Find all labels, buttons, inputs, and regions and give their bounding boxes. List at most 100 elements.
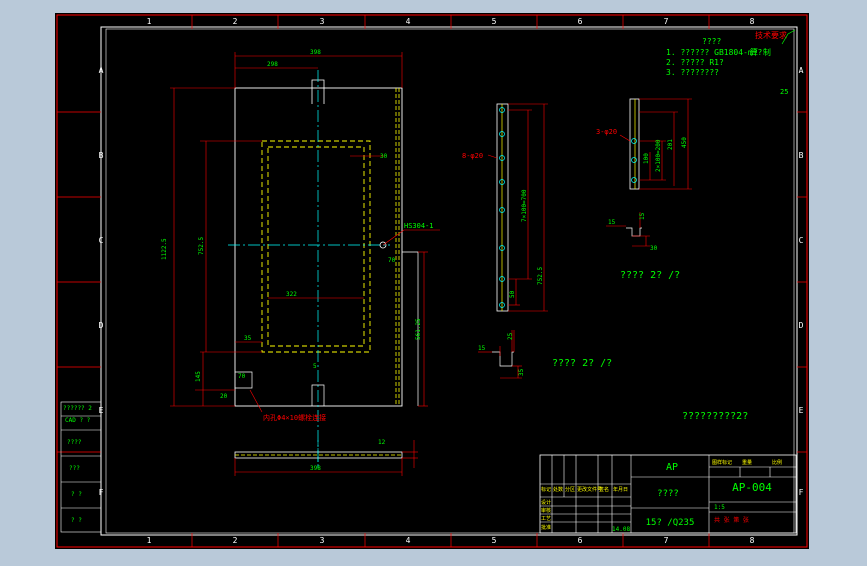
dim-top-slot: 298 <box>267 61 278 68</box>
zone-bottom-5: 5 <box>492 536 497 545</box>
zone-right-b: B <box>799 151 804 160</box>
zone-top-6: 6 <box>578 17 583 26</box>
tb-header-2: 处数 <box>553 486 563 493</box>
dim-inner-height: 752.5 <box>198 237 205 255</box>
title-sheet: 共 张 第 张 <box>714 516 749 524</box>
title-block-frame <box>539 454 797 534</box>
notes-line-3: 3. ???????? <box>666 68 719 77</box>
zone-left-d: D <box>99 321 104 330</box>
center-note: ?????????2? <box>682 411 748 422</box>
dim-left-offset: 35 <box>244 335 252 342</box>
bottom-view <box>234 440 418 476</box>
right-view <box>619 98 692 190</box>
inner-border <box>100 26 798 536</box>
right-dim-mid: 201 <box>667 139 674 150</box>
zone-left-a: A <box>99 66 104 75</box>
side-detail-dim-3: 25 <box>507 332 514 340</box>
side-dim-end: 50 <box>509 290 516 298</box>
title-company: AP <box>666 462 678 473</box>
zone-top-7: 7 <box>664 17 669 26</box>
zone-left-c: C <box>99 236 104 245</box>
zone-right-c: C <box>799 236 804 245</box>
right-detail-dim-3: 30 <box>650 245 658 252</box>
dim-bottom-small: 20 <box>220 393 228 400</box>
zone-bottom-7: 7 <box>664 536 669 545</box>
zone-bottom-3: 3 <box>320 536 325 545</box>
dim-inner-width: 322 <box>286 291 297 298</box>
zone-bottom-4: 4 <box>406 536 411 545</box>
title-drawing-no: AP-004 <box>732 481 772 494</box>
right-holes-label: 3-φ20 <box>596 128 617 136</box>
right-detail <box>606 212 650 247</box>
zone-top-3: 3 <box>320 17 325 26</box>
hole-callout: 内孔Φ4×10螺栓连接 <box>263 413 326 422</box>
main-bottom-notch <box>235 371 253 389</box>
main-view <box>228 70 419 470</box>
zone-bottom-6: 6 <box>578 536 583 545</box>
right-detail-label: ???? 2? /? <box>620 270 680 281</box>
technical-notes: ???? 1. ?????? GB1804-m?? 算 制 2. ????? R… <box>666 37 771 77</box>
side-dim-pitch: 7×100=700 <box>521 189 528 222</box>
zone-top-5: 5 <box>492 17 497 26</box>
notes-line-1: 1. ?????? GB1804-m?? <box>666 48 763 57</box>
zone-right-e: E <box>799 406 804 415</box>
dim-right-height: 561.25 <box>415 318 422 340</box>
zone-right-f: F <box>799 488 804 497</box>
tb-header-1: 标记 <box>541 486 551 493</box>
side-view <box>487 103 548 312</box>
left-table-r1: ?????? 2 <box>63 405 92 412</box>
title-date: 14.08 <box>612 526 630 533</box>
zone-bottom-8: 8 <box>750 536 755 545</box>
left-table-r3: ??? <box>69 465 80 472</box>
right-holes <box>631 138 637 183</box>
part-callout: HS304-1 <box>404 222 434 230</box>
dim-notch: 70 <box>238 373 246 380</box>
main-plate-outline <box>234 87 403 407</box>
side-detail <box>478 330 522 379</box>
main-inner-hidden-outer <box>261 140 371 353</box>
title-part-name: ???? <box>657 489 679 499</box>
side-holes-label: 8-φ20 <box>462 152 483 160</box>
title-material: 15? /Q235 <box>646 518 695 528</box>
tb-row-1: 设计 <box>541 499 551 506</box>
right-dim-end: 100 <box>643 153 650 164</box>
left-table-text: ?????? 2 CAD ? ? ???? ??? ? ? ? ? <box>63 405 92 524</box>
right-dim-total: 450 <box>681 137 688 148</box>
dim-center-small: 5 <box>313 363 317 370</box>
tb-header-6: 年月日 <box>613 486 628 493</box>
main-right-hole <box>379 241 387 249</box>
zone-top-2: 2 <box>233 17 238 26</box>
left-table-r4: ? ? <box>71 491 82 498</box>
paper-background <box>55 13 809 549</box>
roughness-symbol <box>781 29 796 45</box>
dim-right-inner: 30 <box>380 153 388 160</box>
left-table-r1b: CAD ? ? <box>65 417 91 424</box>
main-dimension-text: 398 298 1122.5 752.5 322 35 30 145 20 70… <box>161 49 422 400</box>
bottom-dim-thickness: 12 <box>378 439 386 446</box>
tb-right-header-1: 图样标记 <box>712 459 732 466</box>
side-detail-dim-1: 15 <box>478 345 486 352</box>
zone-top-1: 1 <box>147 17 152 26</box>
zone-right-d: D <box>799 321 804 330</box>
zone-top-4: 4 <box>406 17 411 26</box>
zone-left-b: B <box>99 151 104 160</box>
main-inner-hidden-inner <box>267 146 365 347</box>
zone-right-a: A <box>799 66 804 75</box>
title-block: AP ???? 15? /Q235 AP-004 1:5 共 张 第 张 14.… <box>539 454 797 534</box>
roughness-value: 25 <box>780 88 788 96</box>
dim-top-width: 398 <box>310 49 321 56</box>
notes-line-1b: 算 制 <box>750 47 771 57</box>
tb-row-3: 工艺 <box>541 516 551 522</box>
side-dim-half: 752.5 <box>537 267 544 285</box>
tb-right-header-3: 比例 <box>772 459 782 466</box>
left-table-r5: ? ? <box>71 517 82 524</box>
zone-bottom-2: 2 <box>233 536 238 545</box>
left-side-table <box>60 401 102 533</box>
inner-border-2 <box>105 28 795 534</box>
bottom-dim-width: 398 <box>310 465 321 472</box>
tb-header-3: 分区 <box>565 486 575 493</box>
tb-header-4: 更改文件号 <box>577 486 602 493</box>
zone-bottom-1: 1 <box>147 536 152 545</box>
side-detail-label: ???? 2? /? <box>552 358 612 369</box>
